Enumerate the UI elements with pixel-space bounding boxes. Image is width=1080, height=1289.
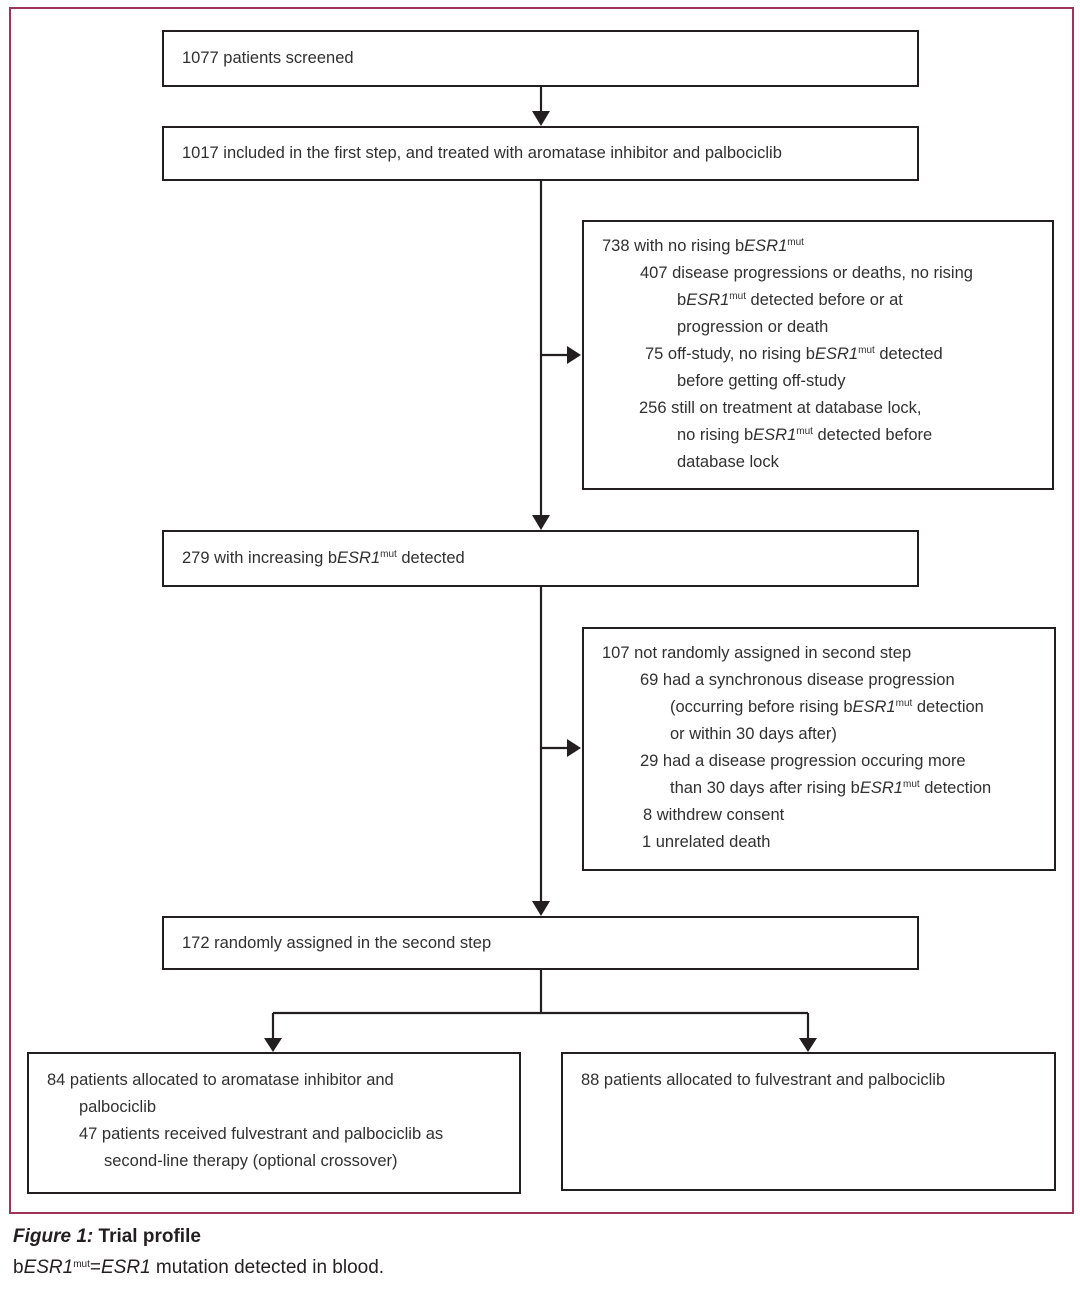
text-line: 47 patients received fulvestrant and pal… <box>79 1125 444 1143</box>
text-segment: ESR1 <box>852 698 896 716</box>
text-line: 69 had a synchronous disease progression <box>640 671 955 689</box>
box-fulvestrant-palbociclib: 88 patients allocated to fulvestrant and… <box>561 1052 1056 1191</box>
figure-caption-title: Figure 1: Trial profile <box>13 1221 384 1252</box>
figure-caption: Figure 1: Trial profile bESR1mut=ESR1 mu… <box>13 1221 384 1283</box>
text-line: 88 patients allocated to fulvestrant and… <box>581 1071 946 1089</box>
arrowhead-right-icon <box>567 739 581 757</box>
line-randomized-split <box>273 970 808 1015</box>
text-segment: mut <box>73 1259 90 1270</box>
text-line: bESR1mut detected before or at <box>677 291 903 309</box>
box-no-rising-besr1: 738 with no rising bESR1mut 407 disease p… <box>582 220 1054 490</box>
text-line: 75 off-study, no rising bESR1mut detecte… <box>645 345 943 363</box>
text-line: 407 disease progressions or deaths, no r… <box>640 264 973 282</box>
arrowhead-down-icon <box>532 111 550 126</box>
text-line: second-line therapy (optional crossover) <box>104 1152 398 1170</box>
text-line: 738 with no rising bESR1mut <box>602 237 804 255</box>
box-not-randomly-assigned: 107 not randomly assigned in second step… <box>582 627 1056 871</box>
text-segment: Trial profile <box>93 1226 201 1247</box>
text-line: before getting off-study <box>677 372 846 390</box>
arrowhead-down-icon <box>532 515 550 530</box>
text-segment: mut <box>858 345 875 356</box>
box-randomized-text: 172 randomly assigned in the second step <box>164 930 499 957</box>
text-line: 84 patients allocated to aromatase inhib… <box>47 1071 394 1089</box>
arrowhead-down-icon <box>264 1038 282 1052</box>
text-line: database lock <box>677 453 779 471</box>
box-ai-palbociclib-text: 84 patients allocated to aromatase inhib… <box>29 1054 519 1175</box>
arrow-branch-not-randomized <box>542 739 581 757</box>
box-no-rising-text: 738 with no rising bESR1mut 407 disease p… <box>584 222 1052 476</box>
box-increasing-text: 279 with increasing bESR1mut detected <box>164 545 473 572</box>
text-line: 172 randomly assigned in the second step <box>182 933 492 952</box>
text-line: 107 not randomly assigned in second step <box>602 644 912 662</box>
box-randomly-assigned: 172 randomly assigned in the second step <box>162 916 919 970</box>
text-line: no rising bESR1mut detected before <box>677 426 933 444</box>
text-line: 1017 included in the first step, and tre… <box>182 144 782 162</box>
arrow-screened-to-first-step <box>532 87 550 126</box>
arrow-increasing-to-randomized <box>532 587 550 916</box>
text-segment: mut <box>796 426 813 437</box>
text-segment: Figure 1: <box>13 1226 94 1247</box>
box-fulvestrant-text: 88 patients allocated to fulvestrant and… <box>563 1054 1054 1094</box>
box-increasing-besr1-detected: 279 with increasing bESR1mut detected <box>162 530 919 587</box>
text-segment: ESR1 <box>815 345 859 363</box>
text-segment: mut <box>902 779 920 790</box>
figure-caption-footnote: bESR1mut=ESR1 mutation detected in blood… <box>13 1257 385 1278</box>
text-line: palbociclib <box>79 1098 157 1116</box>
text-segment: ESR1 <box>686 291 730 309</box>
text-segment: mut <box>729 291 746 302</box>
box-screened-text: 1077 patients screened <box>164 45 362 72</box>
arrow-split-to-fulvestrant <box>799 1013 817 1052</box>
text-segment: mut <box>380 549 397 560</box>
text-segment: ESR1 <box>101 1257 151 1278</box>
text-segment: ESR1 <box>744 237 788 255</box>
box-screened: 1077 patients screened <box>162 30 919 87</box>
text-line: 29 had a disease progression occuring mo… <box>640 752 966 770</box>
text-line: 1077 patients screened <box>182 49 354 67</box>
text-segment: mut <box>787 237 804 248</box>
arrow-first-step-to-increasing <box>532 181 550 530</box>
text-line: 1 unrelated death <box>642 833 771 851</box>
arrow-branch-no-rising <box>542 346 581 364</box>
arrowhead-down-icon <box>532 901 550 916</box>
text-segment: ESR1 <box>337 549 381 567</box>
text-segment: ESR1 <box>753 426 797 444</box>
text-line: 279 with increasing bESR1mut detected <box>182 549 465 567</box>
box-aromatase-inhibitor-palbociclib: 84 patients allocated to aromatase inhib… <box>27 1052 521 1194</box>
text-segment: ESR1 <box>859 779 903 797</box>
text-segment: ESR1 <box>23 1257 74 1278</box>
box-not-randomized-text: 107 not randomly assigned in second step… <box>584 629 1054 856</box>
box-first-step-text: 1017 included in the first step, and tre… <box>164 140 790 167</box>
text-line: than 30 days after rising bESR1mut detec… <box>670 779 992 797</box>
arrow-split-to-ai <box>264 1013 282 1052</box>
arrowhead-down-icon <box>799 1038 817 1052</box>
text-line: 8 withdrew consent <box>643 806 785 824</box>
text-line: (occurring before rising bESR1mut detect… <box>670 698 984 716</box>
text-line: or within 30 days after) <box>670 725 837 743</box>
text-segment: mut <box>895 698 913 709</box>
arrowhead-right-icon <box>567 346 581 364</box>
text-line: 256 still on treatment at database lock, <box>639 399 922 417</box>
text-line: progression or death <box>677 318 829 336</box>
figure-frame-border <box>9 7 1074 1214</box>
box-first-step: 1017 included in the first step, and tre… <box>162 126 919 181</box>
